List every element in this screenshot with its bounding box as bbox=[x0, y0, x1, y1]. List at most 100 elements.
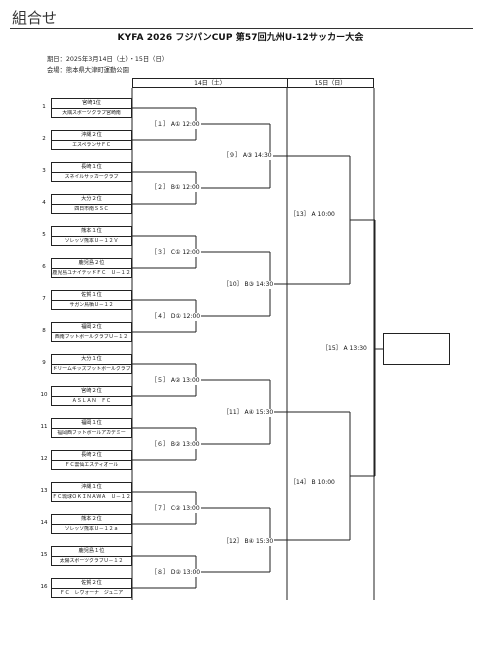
team-box-divider bbox=[52, 556, 131, 557]
team-seed-number: 7 bbox=[42, 296, 46, 302]
team-box-divider bbox=[52, 364, 131, 365]
match-9-label: ［９］ A③ 14:30 bbox=[222, 152, 273, 160]
team-seed-number: 10 bbox=[40, 392, 48, 398]
team-box: 鹿児島２位鹿児島ユナイテッドＦＣ Ｕ－１２ bbox=[51, 258, 132, 278]
team-seed-number: 16 bbox=[40, 584, 48, 590]
team-box: 熊本１位ソレッソ熊本Ｕ－１２Ｖ bbox=[51, 226, 132, 246]
team-box-divider bbox=[52, 428, 131, 429]
match-2-label: ［２］ B① 12:00 bbox=[150, 184, 201, 192]
team-box-divider bbox=[52, 140, 131, 141]
match-10-label: ［10］ B③ 14:30 bbox=[222, 281, 275, 289]
team-name: ＡＳＬＡＮ ＦＣ bbox=[71, 398, 112, 404]
team-name: スネイルサッカークラブ bbox=[64, 174, 119, 180]
team-box: 沖縄２位エスペランサＦＣ bbox=[51, 130, 132, 150]
match-14-label: ［14］ B 10:00 bbox=[289, 479, 336, 487]
team-seed-number: 13 bbox=[40, 488, 48, 494]
team-box-divider bbox=[52, 268, 131, 269]
team-box-divider bbox=[52, 300, 131, 301]
tournament-title: KYFA 2026 フジパンCUP 第57回九州U-12サッカー大会 bbox=[117, 33, 364, 43]
team-prefecture-rank: 沖縄２位 bbox=[81, 132, 102, 138]
team-name: 鹿児島ユナイテッドＦＣ Ｕ－１２ bbox=[52, 270, 131, 276]
team-box: 大分１位ドリームキッズフットボールクラブ bbox=[51, 354, 132, 374]
team-seed-number: 14 bbox=[40, 520, 48, 526]
team-name: 太陽スポーツクラブＵ－１２ bbox=[59, 558, 124, 564]
team-prefecture-rank: 長崎１位 bbox=[81, 164, 102, 170]
champion-box bbox=[383, 333, 450, 365]
team-box: 佐賀２位 ＦＣ レヴォーナ ジュニア bbox=[51, 578, 132, 598]
team-box-divider bbox=[52, 236, 131, 237]
team-prefecture-rank: 大分２位 bbox=[81, 196, 102, 202]
team-seed-number: 8 bbox=[42, 328, 46, 334]
team-box: 宮崎1位大隅スポーツクラブ宮崎南 bbox=[51, 98, 132, 118]
match-3-label: ［３］ C① 12:00 bbox=[150, 249, 201, 257]
team-name: 大隅スポーツクラブ宮崎南 bbox=[62, 110, 121, 116]
team-prefecture-rank: 福岡１位 bbox=[81, 420, 102, 426]
day2-header: 15日（日） bbox=[287, 78, 374, 88]
team-box: 佐賀１位サガン鳥栖Ｕ－１２ bbox=[51, 290, 132, 310]
team-prefecture-rank: 鹿児島２位 bbox=[78, 260, 105, 266]
team-box-divider bbox=[52, 588, 131, 589]
team-seed-number: 6 bbox=[42, 264, 46, 270]
team-box-divider bbox=[52, 108, 131, 109]
team-box-divider bbox=[52, 332, 131, 333]
team-name: ソレッソ熊本Ｕ－１２Ｖ bbox=[64, 238, 119, 244]
team-box: 福岡１位福岡西フットボールアカデミー bbox=[51, 418, 132, 438]
match-5-label: ［５］ A② 13:00 bbox=[150, 377, 201, 385]
team-box-divider bbox=[52, 172, 131, 173]
team-box-divider bbox=[52, 204, 131, 205]
team-seed-number: 1 bbox=[42, 104, 46, 110]
tournament-period: 期日：2025年3月14日（土）・15日（日） bbox=[47, 56, 169, 63]
team-prefecture-rank: 宮崎２位 bbox=[81, 388, 102, 394]
team-box: 長崎１位スネイルサッカークラブ bbox=[51, 162, 132, 182]
match-1-label: ［１］ A① 12:00 bbox=[150, 121, 201, 129]
team-seed-number: 15 bbox=[40, 552, 48, 558]
page-header-title: 組合せ bbox=[12, 9, 58, 27]
team-prefecture-rank: 熊本２位 bbox=[81, 516, 102, 522]
team-seed-number: 2 bbox=[42, 136, 46, 142]
team-prefecture-rank: 鹿児島１位 bbox=[78, 548, 105, 554]
team-prefecture-rank: 沖縄１位 bbox=[81, 484, 102, 490]
match-6-label: ［６］ B② 13:00 bbox=[150, 441, 201, 449]
team-box: 福岡２位西南フットボールクラブＵ－１２ bbox=[51, 322, 132, 342]
match-8-label: ［８］ D② 13:00 bbox=[150, 569, 202, 577]
team-box: 宮崎２位 ＡＳＬＡＮ ＦＣ bbox=[51, 386, 132, 406]
team-box-divider bbox=[52, 460, 131, 461]
team-prefecture-rank: 宮崎1位 bbox=[82, 100, 101, 106]
team-seed-number: 5 bbox=[42, 232, 46, 238]
match-4-label: ［４］ D① 12:00 bbox=[150, 313, 202, 321]
team-box-divider bbox=[52, 396, 131, 397]
team-box: 沖縄１位 ＦＣ琉球ＯＫＩＮＡＷＡ Ｕ－１２ bbox=[51, 482, 132, 502]
team-seed-number: 9 bbox=[42, 360, 46, 366]
team-name: ＦＣ レヴォーナ ジュニア bbox=[59, 590, 124, 596]
team-prefecture-rank: 佐賀１位 bbox=[81, 292, 102, 298]
team-name: ＦＣ雲仙エスティオール bbox=[64, 462, 119, 468]
team-prefecture-rank: 大分１位 bbox=[81, 356, 102, 362]
match-11-label: ［11］ A④ 15:30 bbox=[222, 409, 275, 417]
team-box-divider bbox=[52, 524, 131, 525]
team-box: 大分２位四日市南ＳＳＣ bbox=[51, 194, 132, 214]
match-12-label: ［12］ B④ 15:30 bbox=[222, 538, 275, 546]
team-prefecture-rank: 佐賀２位 bbox=[81, 580, 102, 586]
team-prefecture-rank: 熊本１位 bbox=[81, 228, 102, 234]
team-box-divider bbox=[52, 492, 131, 493]
team-prefecture-rank: 福岡２位 bbox=[81, 324, 102, 330]
team-name: 西南フットボールクラブＵ－１２ bbox=[54, 334, 129, 340]
team-name: ＦＣ琉球ＯＫＩＮＡＷＡ Ｕ－１２ bbox=[52, 494, 131, 500]
team-name: 福岡西フットボールアカデミー bbox=[57, 430, 126, 436]
match-13-label: ［13］ A 10:00 bbox=[289, 211, 336, 219]
team-seed-number: 3 bbox=[42, 168, 46, 174]
header-rule bbox=[10, 28, 473, 29]
team-box: 鹿児島１位太陽スポーツクラブＵ－１２ bbox=[51, 546, 132, 566]
tournament-venue: 会場：熊本県大津町運動公園 bbox=[47, 67, 129, 74]
team-name: ドリームキッズフットボールクラブ bbox=[52, 366, 131, 372]
team-box: 熊本２位ソレッソ熊本Ｕ－１２ａ bbox=[51, 514, 132, 534]
team-name: エスペランサＦＣ bbox=[72, 142, 111, 148]
team-name: サガン鳥栖Ｕ－１２ bbox=[69, 302, 114, 308]
match-15-label: ［15］ A 13:30 bbox=[321, 345, 368, 353]
team-prefecture-rank: 長崎２位 bbox=[81, 452, 102, 458]
team-seed-number: 12 bbox=[40, 456, 48, 462]
team-seed-number: 11 bbox=[40, 424, 48, 430]
team-name: 四日市南ＳＳＣ bbox=[74, 206, 109, 212]
team-box: 長崎２位 ＦＣ雲仙エスティオール bbox=[51, 450, 132, 470]
